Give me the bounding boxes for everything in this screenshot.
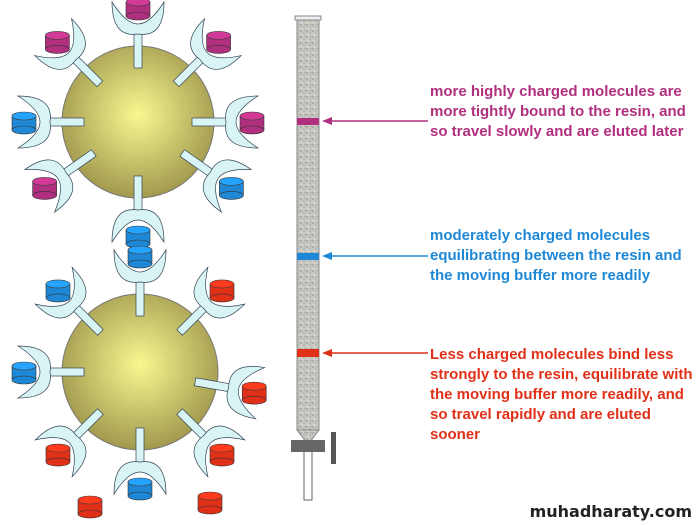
molecule-icon <box>209 443 235 467</box>
receptor-icon <box>194 366 266 420</box>
molecule-icon <box>125 0 151 21</box>
molecule-icon <box>209 279 235 303</box>
watermark: muhadharaty.com <box>529 502 692 521</box>
band-high-charge <box>297 118 319 125</box>
resin-bead <box>11 0 265 249</box>
receptor-icon <box>179 149 253 214</box>
receptor-icon <box>111 175 165 244</box>
band-moderate-charge <box>297 253 319 260</box>
molecule-icon <box>11 361 37 385</box>
receptor-icon <box>113 427 167 496</box>
annotation-moderate-charge: moderately charged molecules equilibrati… <box>430 227 682 284</box>
molecule-icon <box>127 245 153 269</box>
receptor-icon <box>16 345 85 399</box>
arrow-icon <box>322 117 428 125</box>
receptor-icon <box>34 408 104 478</box>
molecule-icon <box>11 111 37 135</box>
receptor-icon <box>172 17 243 88</box>
molecule-icon <box>239 111 265 135</box>
annotation-high-charge: more highly charged molecules are more t… <box>430 83 686 140</box>
receptor-icon <box>111 0 165 69</box>
resin-bead <box>11 245 267 519</box>
band-low-charge <box>297 349 319 357</box>
molecule-icon <box>32 177 57 200</box>
molecule-icon <box>45 443 71 467</box>
molecule-icon <box>45 31 70 54</box>
molecule-icon <box>45 279 71 303</box>
stopcock[interactable] <box>291 440 325 452</box>
receptor-icon <box>23 149 97 214</box>
molecule-icon <box>241 381 267 405</box>
receptor-icon <box>16 95 85 149</box>
molecule-icon <box>206 31 231 54</box>
arrow-icon <box>322 252 428 260</box>
molecule-icon <box>125 225 151 249</box>
arrow-icon <box>322 349 428 357</box>
receptor-icon <box>113 248 167 317</box>
receptor-icon <box>176 266 246 336</box>
chromatography-column <box>291 15 428 501</box>
molecule-icon <box>219 177 244 200</box>
receptor-icon <box>176 408 246 478</box>
molecule-icon <box>127 477 153 501</box>
annotation-low-charge: Less charged molecules bind less strongl… <box>430 346 693 443</box>
molecule-icon <box>77 495 103 519</box>
molecule-icon <box>197 491 223 515</box>
receptor-icon <box>191 95 260 149</box>
